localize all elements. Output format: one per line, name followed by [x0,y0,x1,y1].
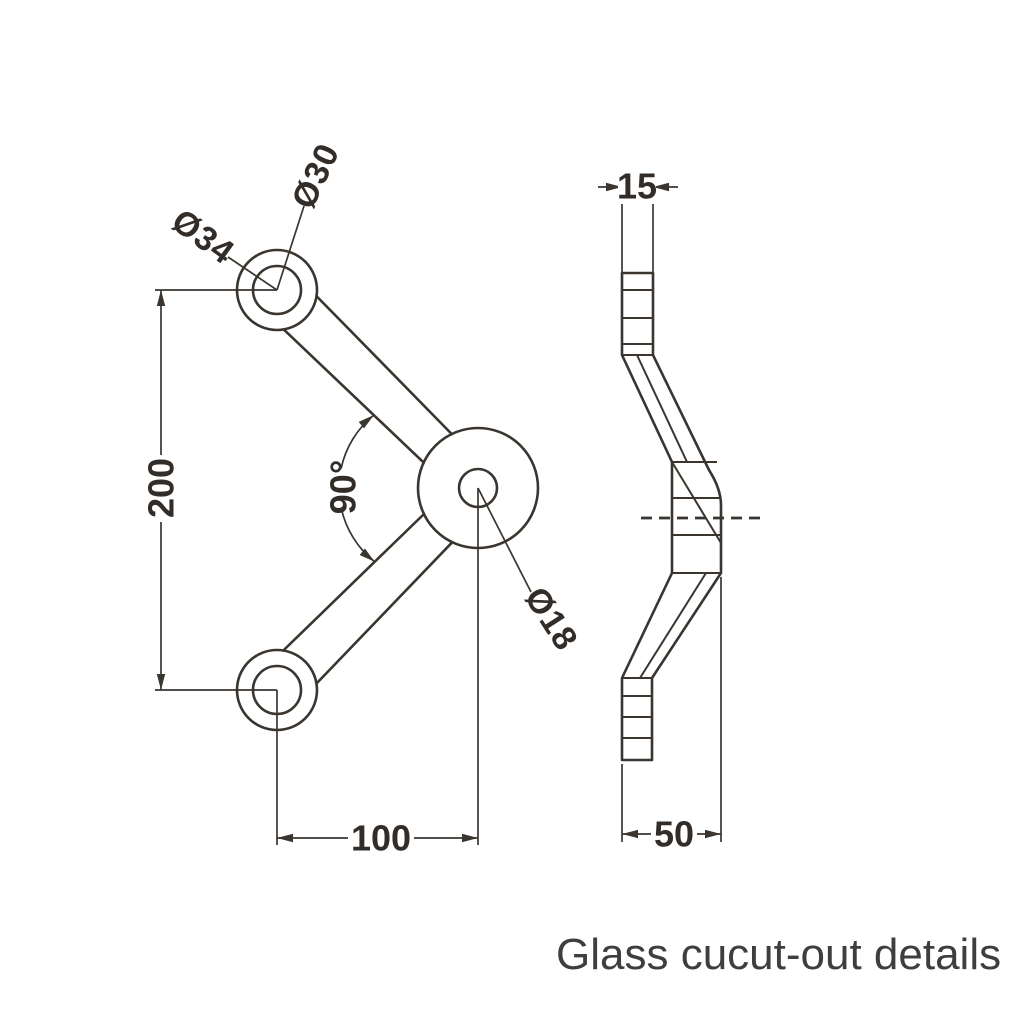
section-internal-lines [622,289,722,739]
front-view: 200 100 90° [141,137,586,858]
lower-arm-bottom-edge [315,540,454,685]
diameter-labels: Ø34 Ø30 Ø18 [165,137,586,657]
dimension-value-50: 50 [654,814,694,855]
dimension-angle-90: 90° [323,414,376,563]
dimension-value-200: 200 [141,458,182,518]
dimension-arrow [156,674,166,690]
dimension-arrow [705,829,721,839]
leader-line [477,487,532,593]
upper-arm-bottom-edge [282,328,426,464]
leader-line [276,205,305,291]
section-profile [620,271,723,762]
label-diameter-30: Ø30 [285,137,348,214]
upper-arm-top-edge [315,294,454,436]
arm-projection-edge [671,461,722,544]
dimension-vertical-200: 200 [141,289,277,691]
leader-line [227,256,278,291]
dimension-value-100: 100 [351,818,411,859]
dimension-arrow [606,182,622,192]
dimension-arrow [277,833,293,843]
lower-arm-top-edge [281,512,426,652]
dimension-arrow [359,548,375,562]
dimension-depth-50: 50 [621,577,722,855]
side-section-view: 15 50 [598,166,764,855]
dimension-value-90deg: 90° [323,460,364,514]
drawing-caption: Glass cucut-out details [556,930,1002,979]
label-diameter-18: Ø18 [517,580,586,657]
spider-arms [281,294,454,685]
arm-projection-edge [639,572,707,679]
text-mask [618,167,656,204]
dimension-horizontal-100: 100 [276,488,479,859]
dimension-arrow [622,829,638,839]
dimension-arrow [653,182,669,192]
dimension-arrow [156,290,166,306]
label-diameter-34: Ø34 [165,202,242,272]
dimension-value-15: 15 [617,166,657,207]
dimension-thickness-15: 15 [598,166,678,273]
dimension-arrow [462,833,478,843]
dimension-arrow [358,415,374,429]
angle-arc [340,507,376,563]
arm-projection-edge [636,354,688,463]
